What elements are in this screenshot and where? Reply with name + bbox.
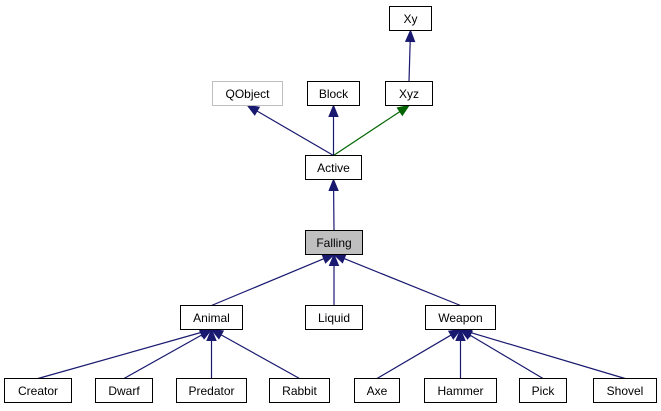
class-node-liquid[interactable]: Liquid bbox=[305, 305, 363, 330]
node-label: Xyz bbox=[399, 87, 419, 101]
arrowhead-icon bbox=[328, 253, 340, 266]
edge-dwarf-to-animal bbox=[123, 328, 213, 380]
node-box bbox=[354, 378, 400, 403]
node-label: Creator bbox=[18, 384, 58, 398]
edge-line bbox=[123, 334, 203, 380]
class-node-xyz[interactable]: Xyz bbox=[385, 81, 433, 106]
edge-line bbox=[333, 111, 401, 157]
node-label: Block bbox=[319, 87, 349, 101]
arrowhead-icon bbox=[206, 328, 217, 341]
node-label: Pick bbox=[532, 384, 556, 398]
node-label: Dwarf bbox=[108, 384, 140, 398]
arrowhead-icon bbox=[404, 29, 416, 43]
edge-liquid-to-falling bbox=[328, 253, 340, 306]
node-label: Shovel bbox=[607, 384, 644, 398]
edge-weapon-to-falling bbox=[332, 253, 461, 307]
edge-animal-to-falling bbox=[211, 253, 336, 307]
edge-line bbox=[470, 332, 626, 380]
edge-pick-to-weapon bbox=[459, 328, 544, 380]
node-box bbox=[593, 378, 657, 403]
edge-creator-to-animal bbox=[37, 327, 213, 380]
class-node-animal[interactable]: Animal bbox=[180, 305, 243, 330]
edge-falling-to-active bbox=[328, 178, 339, 231]
node-box bbox=[95, 378, 153, 403]
class-node-predator[interactable]: Predator bbox=[176, 378, 247, 403]
node-label: QObject bbox=[225, 87, 270, 101]
node-label: Active bbox=[317, 161, 350, 175]
class-node-creator[interactable]: Creator bbox=[4, 378, 72, 403]
edge-line bbox=[211, 258, 325, 307]
edge-hammer-to-weapon bbox=[455, 328, 466, 379]
edge-active-to-xyz bbox=[333, 104, 411, 157]
edge-line bbox=[408, 41, 411, 82]
class-node-shovel[interactable]: Shovel bbox=[593, 378, 657, 403]
edge-xyz-to-xy bbox=[404, 29, 416, 82]
arrowhead-icon bbox=[328, 104, 339, 117]
node-label: Hammer bbox=[437, 384, 483, 398]
class-node-pick[interactable]: Pick bbox=[519, 378, 567, 403]
arrowhead-icon bbox=[396, 104, 411, 117]
node-box bbox=[425, 305, 496, 330]
arrowhead-icon bbox=[328, 178, 339, 192]
class-node-block[interactable]: Block bbox=[307, 81, 360, 106]
arrowhead-icon bbox=[246, 104, 261, 116]
edge-line bbox=[37, 331, 202, 380]
edge-active-to-block bbox=[328, 104, 339, 156]
node-box bbox=[212, 81, 283, 106]
class-node-weapon[interactable]: Weapon bbox=[425, 305, 496, 330]
class-node-hammer[interactable]: Hammer bbox=[424, 378, 497, 403]
edge-predator-to-animal bbox=[206, 328, 217, 379]
edge-line bbox=[376, 334, 452, 380]
node-box bbox=[424, 378, 497, 403]
node-box bbox=[305, 155, 362, 180]
node-box bbox=[389, 6, 432, 31]
class-node-active[interactable]: Active bbox=[305, 155, 362, 180]
node-label: Rabbit bbox=[282, 384, 317, 398]
class-node-axe[interactable]: Axe bbox=[354, 378, 400, 403]
node-box bbox=[269, 378, 330, 403]
node-label: Falling bbox=[316, 236, 351, 250]
node-box bbox=[176, 378, 247, 403]
node-box bbox=[4, 378, 72, 403]
arrowhead-icon bbox=[455, 328, 466, 341]
arrowhead-icon bbox=[210, 328, 225, 340]
class-node-xy[interactable]: Xy bbox=[389, 6, 432, 31]
edge-active-to-qobject bbox=[246, 104, 334, 157]
node-label: Predator bbox=[188, 384, 234, 398]
node-box bbox=[305, 230, 363, 255]
edge-rabbit-to-animal bbox=[210, 328, 300, 380]
node-box bbox=[305, 305, 363, 330]
edge-line bbox=[469, 334, 544, 380]
arrowhead-icon bbox=[198, 328, 213, 340]
edge-line bbox=[256, 110, 334, 157]
class-node-falling[interactable]: Falling bbox=[305, 230, 363, 255]
class-node-qobject[interactable]: QObject bbox=[212, 81, 283, 106]
node-label: Animal bbox=[193, 311, 230, 325]
node-box bbox=[180, 305, 243, 330]
node-label: Weapon bbox=[438, 311, 482, 325]
class-node-dwarf[interactable]: Dwarf bbox=[95, 378, 153, 403]
edge-line bbox=[343, 258, 461, 307]
node-label: Xy bbox=[403, 12, 417, 26]
edge-shovel-to-weapon bbox=[459, 327, 626, 380]
edges-layer bbox=[37, 29, 626, 380]
class-node-rabbit[interactable]: Rabbit bbox=[269, 378, 330, 403]
node-box bbox=[519, 378, 567, 403]
edge-line bbox=[220, 334, 300, 380]
node-label: Axe bbox=[367, 384, 388, 398]
node-box bbox=[385, 81, 433, 106]
arrowhead-icon bbox=[447, 328, 462, 340]
node-box bbox=[307, 81, 360, 106]
edge-axe-to-weapon bbox=[376, 328, 462, 380]
node-label: Liquid bbox=[318, 311, 350, 325]
